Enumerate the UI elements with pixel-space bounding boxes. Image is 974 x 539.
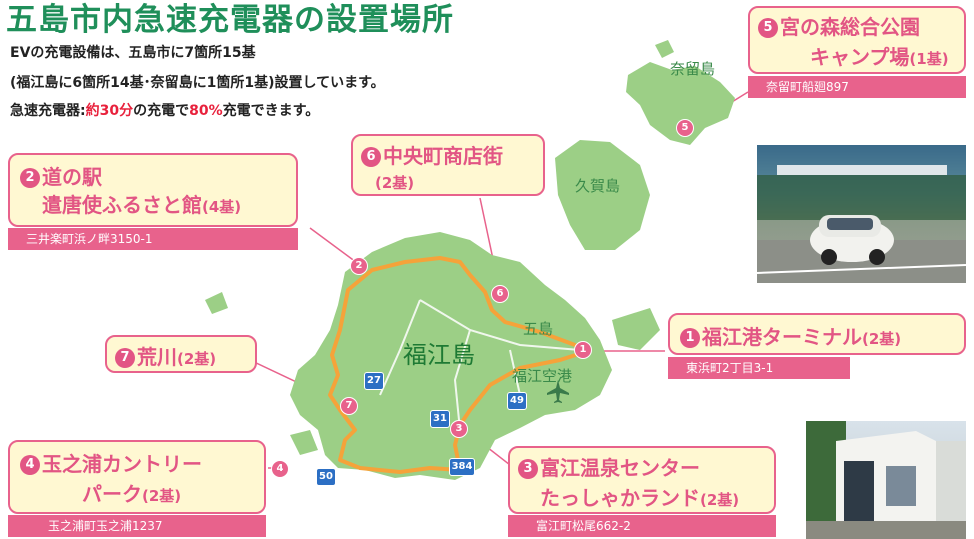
intro-line-3: 急速充電器:約30分の充電で80%充電できます。 [10,103,320,119]
route-line [328,256,587,474]
charging-station-photo-2 [806,421,966,539]
label-naru-island: 奈留島 [670,60,716,78]
map-marker-6[interactable]: 6 [491,285,509,303]
inner-road-2 [379,299,421,396]
callout-5-name-line2: キャンプ場(1基) [810,45,949,69]
callout-4-name-line2: パーク(2基) [82,482,182,506]
route-31-badge: 31 [430,410,450,428]
route-384-badge: 384 [449,458,475,476]
callout-1-address: 東浜町2丁目3-1 [668,357,850,379]
intro-line-2: (福江島に6箇所14基･奈留島に1箇所1基)設置しています。 [10,75,385,91]
page-title: 五島市内急速充電器の設置場所 [6,2,454,38]
map-marker-5[interactable]: 5 [676,119,694,137]
callout-2-address: 三井楽町浜ノ畔3150-1 [8,228,298,250]
label-kuga-island: 久賀島 [575,177,621,195]
route-27-badge: 27 [364,372,384,390]
small-island-west [205,292,228,314]
map-marker-2[interactable]: 2 [350,257,368,275]
airplane-icon [547,380,569,403]
label-goshima: 五島 [523,320,554,338]
map-marker-4[interactable]: 4 [271,460,289,478]
naru-island [626,62,735,145]
label-fukue-island: 福江島 [403,341,475,369]
route-49-badge: 49 [507,392,527,410]
map-marker-1[interactable]: 1 [574,341,592,359]
inner-road-1 [419,299,581,351]
fukue-island [290,232,612,480]
island-east-piece [612,308,660,350]
map-marker-3[interactable]: 3 [450,420,468,438]
charging-station-photo-1 [757,145,966,283]
inner-road-3 [453,329,471,431]
callout-5-address: 奈留町船廻897 [748,76,966,98]
callout-3-name-line2: たっしゃかランド(2基) [540,486,740,510]
callout-6-count: (2基) [375,174,415,192]
callout-3-address: 富江町松尾662-2 [508,515,776,537]
map-marker-7[interactable]: 7 [340,397,358,415]
callout-4-address: 玉之浦町玉之浦1237 [8,515,266,537]
label-airport: 福江空港 [512,367,573,385]
callout-2-name-line2: 遣唐使ふるさと館(4基) [42,193,242,217]
kuga-island [555,140,650,250]
small-island-north [655,40,674,58]
small-island-southwest [290,430,318,455]
intro-line-1: EVの充電設備は、五島市に7箇所15基 [10,45,256,61]
route-50-badge: 50 [316,468,336,486]
